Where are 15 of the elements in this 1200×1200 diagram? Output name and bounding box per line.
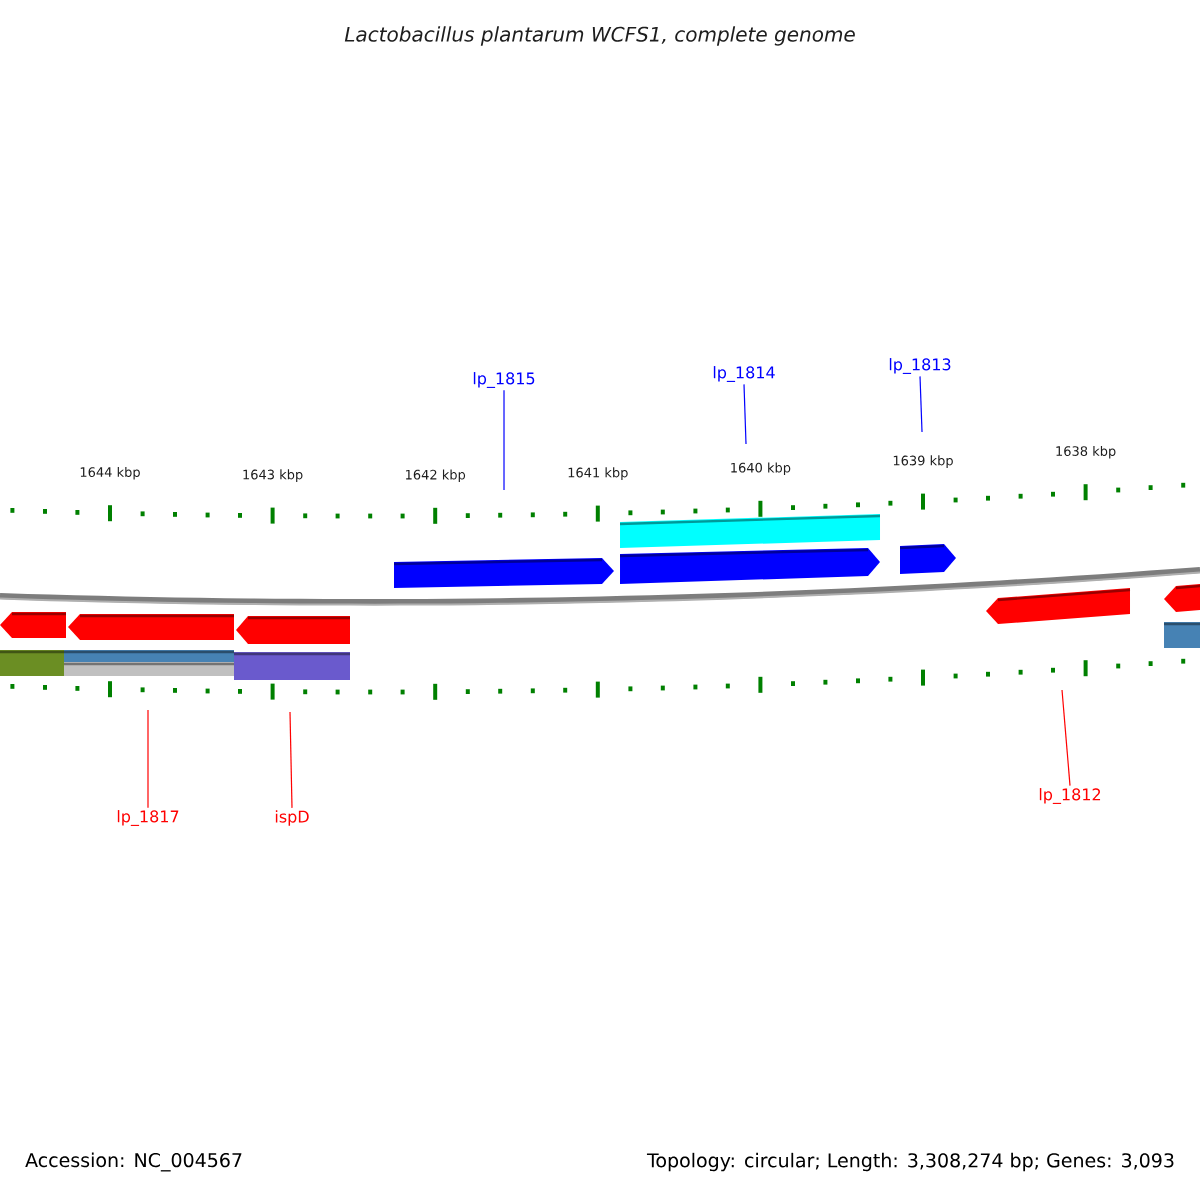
gene-label: lp_1812	[1039, 788, 1101, 804]
gene-label: lp_1817	[117, 810, 179, 826]
accession-text: Accession: NC_004567	[25, 1152, 242, 1172]
leader-line	[1061, 689, 1071, 787]
gene-label: ispD	[275, 810, 309, 826]
title: Lactobacillus plantarum WCFS1, complete genome	[344, 26, 855, 46]
gene-label: lp_1814	[713, 366, 775, 382]
leader-line	[743, 383, 747, 445]
gene-label: lp_1815	[473, 372, 535, 388]
leader-line	[503, 389, 505, 491]
gene-label: lp_1813	[889, 358, 951, 374]
leader-line	[919, 375, 923, 433]
leader-line	[289, 711, 293, 809]
leader-line	[147, 709, 149, 809]
genome-info-text: Topology: circular; Length: 3,308,274 bp; Genes: 3,093	[646, 1152, 1174, 1172]
